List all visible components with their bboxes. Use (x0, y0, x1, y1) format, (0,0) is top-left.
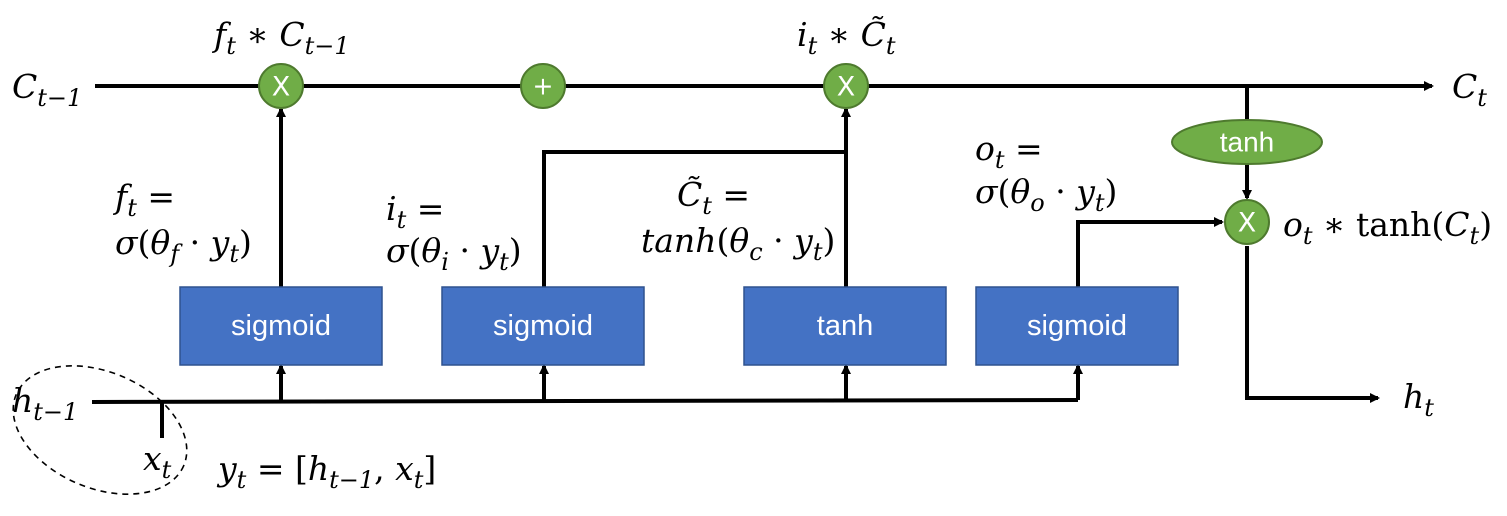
op-input-multiply-symbol: X (837, 72, 856, 103)
label-forget-eq-line1: ft = (112, 177, 175, 222)
gate-candidate: tanh (743, 286, 947, 366)
label-h-prev: ht−1 (12, 381, 78, 426)
label-output-product: ot ∗ tanh(Ct) (1283, 205, 1492, 250)
label-c-next: Ct (1452, 67, 1487, 112)
label-candidate-eq-line2: tanh(θc · yt) (641, 221, 835, 266)
gate-candidate-label: tanh (817, 310, 873, 342)
op-output-multiply: X (1224, 199, 1270, 245)
gate-input: sigmoid (441, 286, 645, 366)
label-forget-product: ft ∗ Ct−1 (211, 15, 350, 60)
label-input-eq-line2: σ(θi · yt) (386, 231, 522, 276)
op-cell-tanh: tanh (1171, 119, 1323, 165)
gate-forget: sigmoid (179, 286, 383, 366)
label-c-prev: Ct−1 (12, 67, 82, 112)
gate-forget-label: sigmoid (231, 310, 331, 342)
wires (91, 81, 1434, 438)
op-forget-multiply: X (258, 63, 304, 109)
op-input-multiply: X (823, 63, 869, 109)
hidden-input-bus (91, 398, 1079, 404)
gate-output-label: sigmoid (1027, 310, 1127, 342)
output-to-hidden (1245, 246, 1380, 403)
label-concat: yt = [ht−1, xt] (216, 449, 436, 494)
op-forget-multiply-symbol: X (272, 72, 291, 103)
output-gate-route (1076, 217, 1224, 287)
gate-input-label: sigmoid (493, 310, 593, 342)
label-h-next: ht (1403, 377, 1434, 422)
input-gate-route (542, 150, 846, 287)
input-group-ellipse (12, 365, 188, 495)
label-input-eq-line1: it = (386, 189, 444, 234)
label-input-product: it ∗ C̃t (797, 15, 896, 60)
op-add-symbol: + (533, 72, 554, 101)
gate-output: sigmoid (975, 286, 1179, 366)
label-forget-eq-line2: σ(θf · yt) (115, 223, 252, 268)
label-candidate-eq-line1: C̃t = (677, 175, 750, 220)
op-cell-tanh-label: tanh (1220, 127, 1275, 158)
label-x-t: xt (143, 439, 172, 484)
op-add: + (520, 63, 566, 109)
label-output-eq-line1: ot = (975, 129, 1043, 174)
label-output-eq-line2: σ(θo · yt) (975, 172, 1117, 217)
op-output-multiply-symbol: X (1238, 208, 1257, 239)
